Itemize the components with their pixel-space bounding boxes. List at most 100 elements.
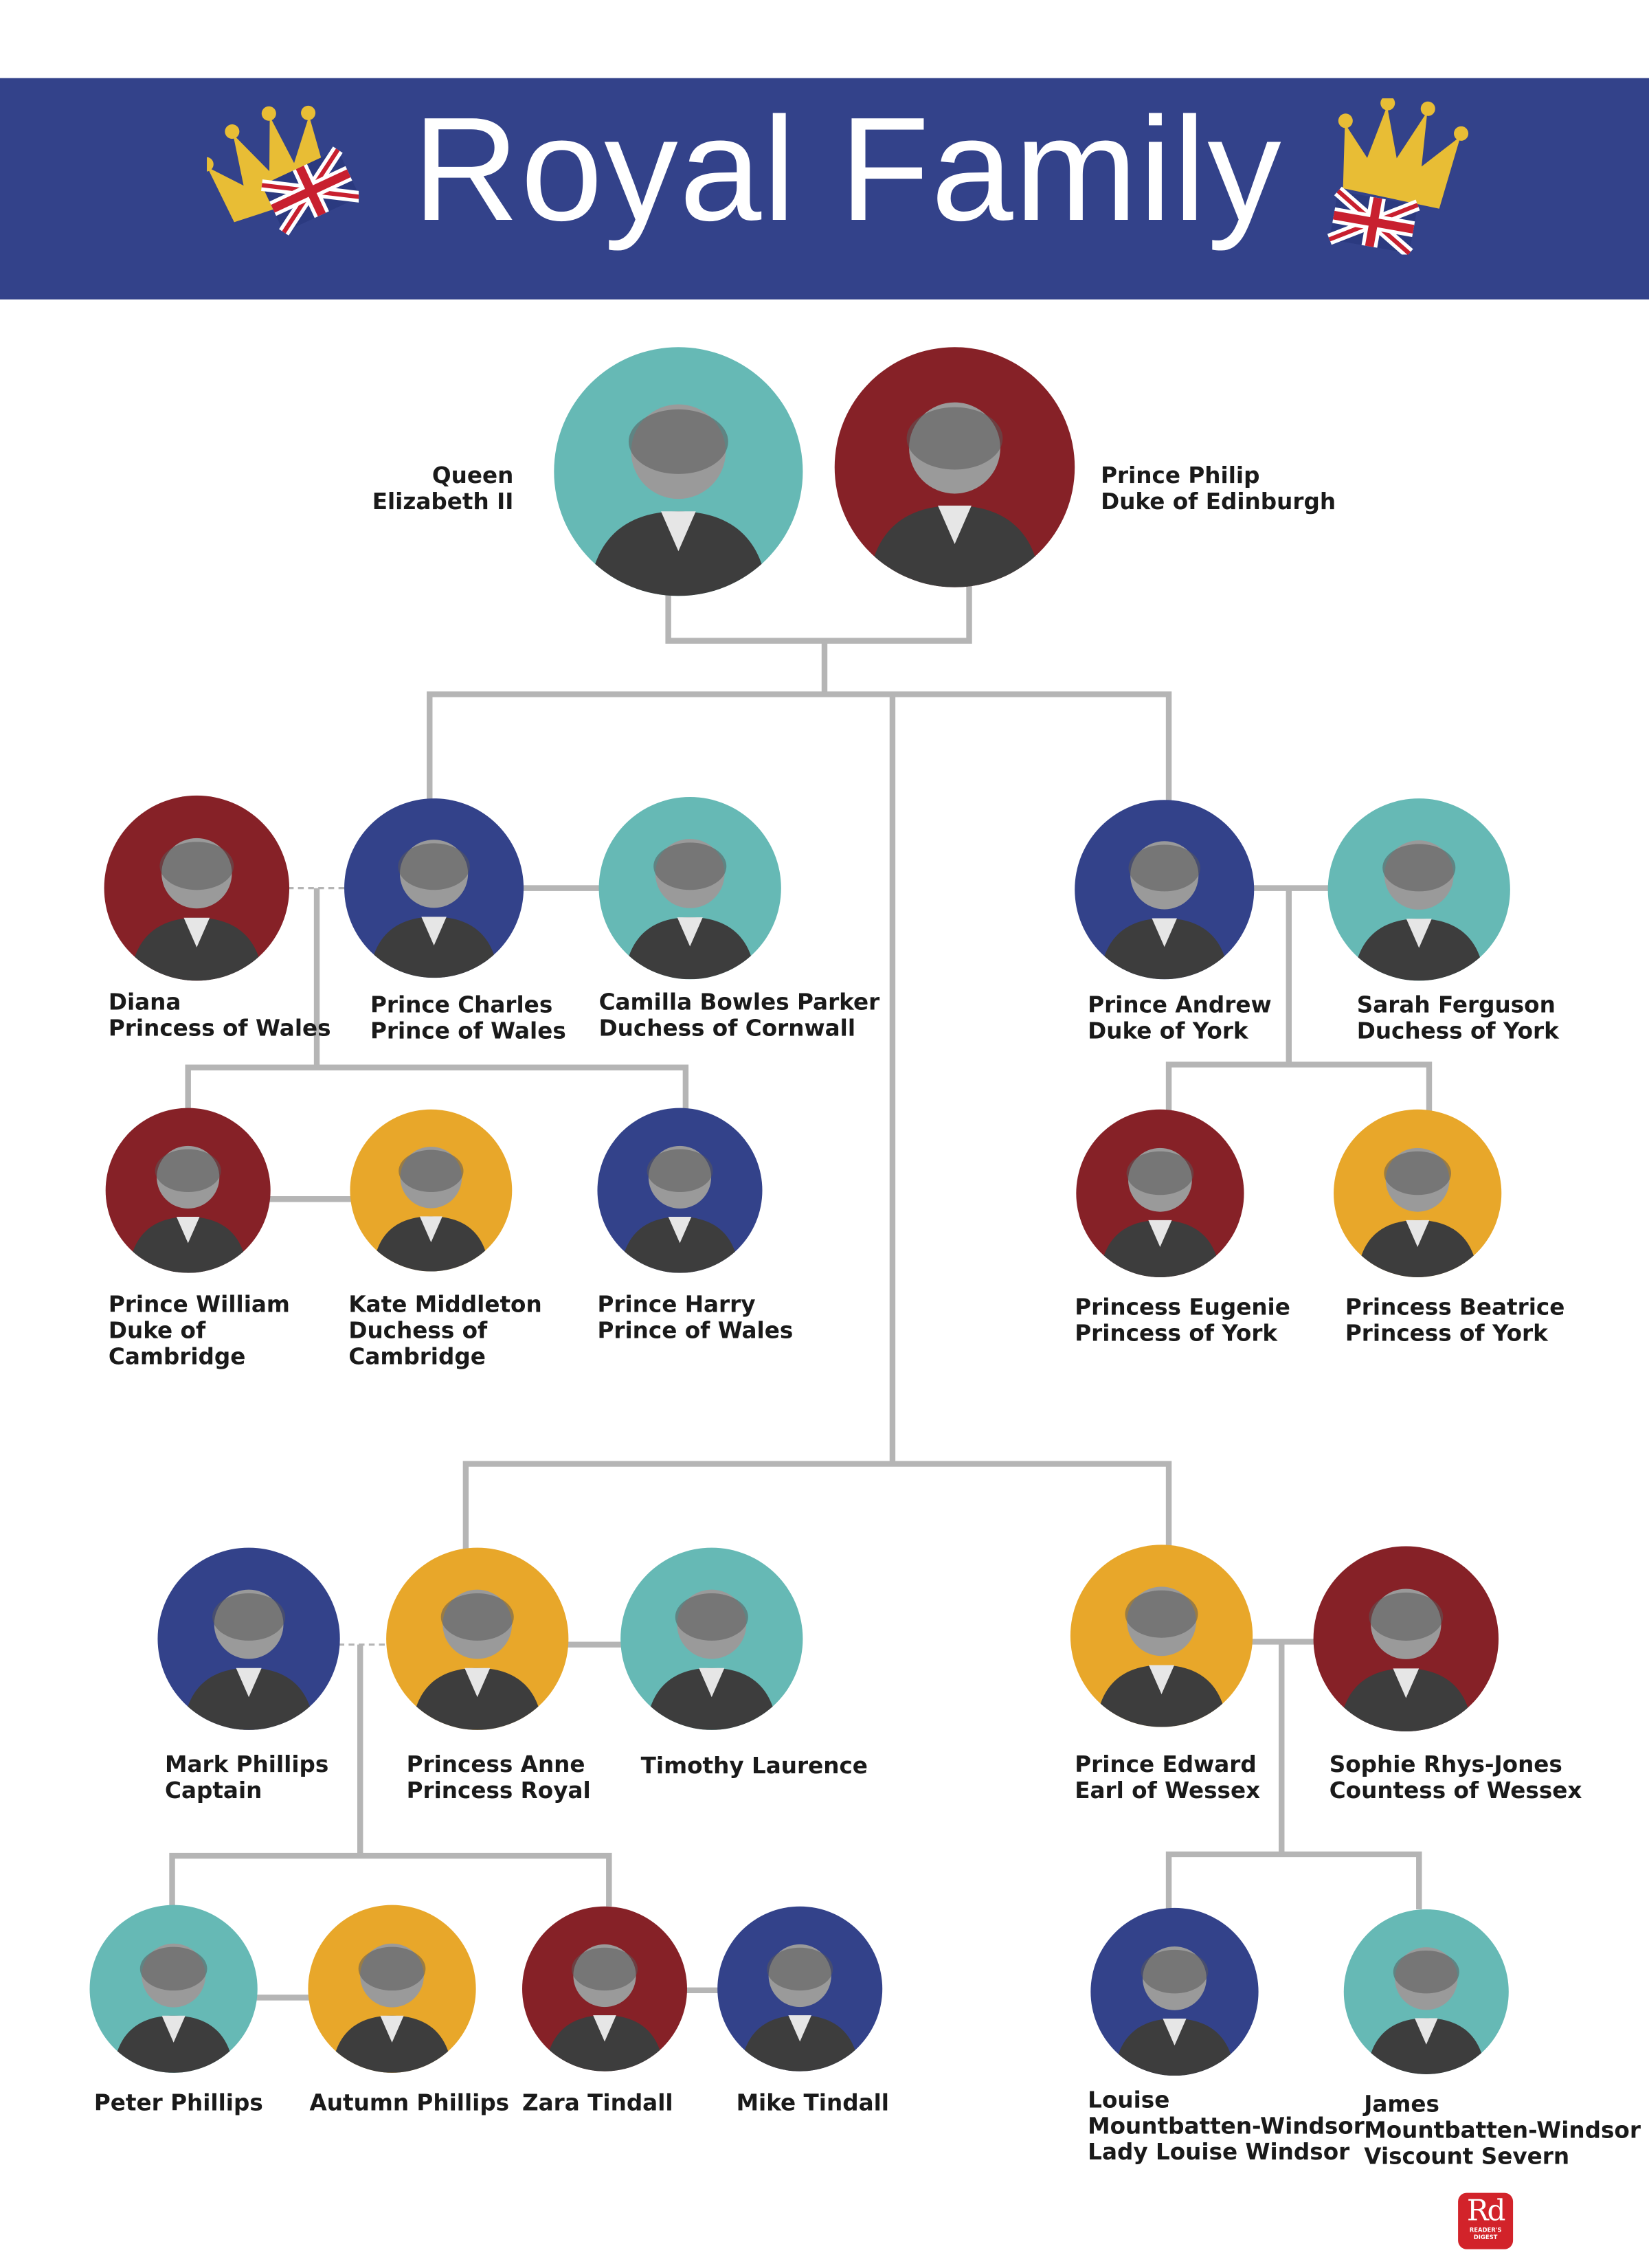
portrait-timothy-laurence: [620, 1547, 803, 1730]
readers-digest-logo: Rd READER'S DIGEST: [1458, 2192, 1514, 2249]
name-line: Sarah Ferguson: [1356, 992, 1556, 1019]
person-silhouette-icon: [1367, 1947, 1486, 2074]
name-line: Princess of Wales: [108, 1015, 331, 1042]
crown-icon-left: [207, 105, 359, 236]
portrait-autumn-phillips: [308, 1905, 476, 2073]
portrait-prince-harry: [597, 1108, 763, 1273]
name-line: Cambridge: [108, 1343, 246, 1370]
person-silhouette-icon: [183, 1589, 315, 1730]
name-line: Princess Royal: [406, 1777, 591, 1804]
connector-queen-philip: [665, 585, 972, 644]
person-silhouette-icon: [624, 839, 756, 980]
name-line: Duchess of: [348, 1317, 488, 1344]
person-silhouette-icon: [412, 1589, 543, 1730]
person-silhouette-icon: [372, 1146, 490, 1272]
portrait-princess-anne: [386, 1547, 569, 1730]
name-line: Duke of York: [1088, 1018, 1248, 1044]
connector-wales-children: [185, 1064, 689, 1110]
name-line: Captain: [164, 1777, 262, 1804]
portrait-james: [1343, 1909, 1509, 2074]
logo-line1: READER'S: [1469, 2225, 1502, 2234]
portrait-kate-middleton: [350, 1109, 513, 1272]
person-silhouette-icon: [1096, 1586, 1228, 1727]
name-line: Prince Edward: [1075, 1751, 1257, 1778]
person-silhouette-icon: [620, 1145, 739, 1273]
portrait-peter-phillips: [89, 1905, 258, 2073]
person-silhouette-icon: [1357, 1147, 1479, 1277]
portrait-prince-edward: [1070, 1545, 1253, 1727]
name-line: Timothy Laurence: [640, 1753, 868, 1779]
portrait-sophie-rhys-jones: [1313, 1546, 1499, 1731]
person-silhouette-icon: [1353, 840, 1485, 981]
name-line: Lady Louise Windsor: [1088, 2139, 1350, 2166]
person-silhouette-icon: [331, 1943, 453, 2073]
name-line: James: [1364, 2091, 1439, 2118]
portrait-prince-william: [105, 1108, 271, 1273]
name-line: Prince of Wales: [370, 1018, 566, 1044]
name-line: Princess of York: [1345, 1321, 1548, 1347]
portrait-prince-charles: [344, 798, 524, 978]
connector-children-top: [427, 691, 1172, 803]
name-line: Earl of Wessex: [1075, 1777, 1261, 1804]
name-line: Mark Phillips: [164, 1751, 329, 1778]
logo-line2: DIGEST: [1473, 2232, 1498, 2240]
connector-york-children: [1165, 1062, 1433, 1111]
portrait-prince-andrew: [1075, 800, 1255, 980]
connector-children-bottom: [462, 1461, 1172, 1549]
name-line: Mountbatten-Windsor: [1088, 2113, 1365, 2140]
name-line: Duke of Edinburgh: [1101, 489, 1336, 515]
name-line: Duke of: [108, 1317, 206, 1344]
name-line: Queen: [431, 462, 514, 489]
name-line: Peter Phillips: [93, 2090, 263, 2116]
name-line: Kate Middleton: [348, 1291, 542, 1318]
name-line: Princess of York: [1075, 1321, 1278, 1347]
person-silhouette-icon: [646, 1589, 778, 1730]
name-line: Prince of Wales: [597, 1317, 794, 1344]
name-line: Princess Anne: [406, 1751, 585, 1778]
name-line: Zara Tindall: [521, 2090, 673, 2116]
connector-phillips-children: [169, 1852, 612, 1907]
name-line: Duchess of Cornwall: [598, 1015, 856, 1042]
name-line: Princess Eugenie: [1075, 1294, 1290, 1321]
name-label-peter-phillips: Peter Phillips: [94, 2090, 263, 2116]
portrait-princess-beatrice: [1334, 1109, 1502, 1277]
person-silhouette-icon: [130, 838, 264, 981]
portrait-louise: [1090, 1907, 1259, 2076]
name-line: Elizabeth II: [372, 489, 514, 515]
name-label-timothy-laurence: Timothy Laurence: [641, 1753, 868, 1779]
person-silhouette-icon: [128, 1145, 248, 1273]
logo-mark: Rd: [1466, 2192, 1506, 2228]
name-line: Camilla Bowles Parker: [598, 989, 880, 1015]
name-line: Prince Charles: [370, 992, 553, 1019]
name-line: Prince Harry: [597, 1291, 756, 1318]
name-line: Prince Andrew: [1088, 992, 1272, 1019]
portrait-prince-philip: [834, 347, 1075, 587]
name-line: Viscount Severn: [1364, 2143, 1570, 2170]
portrait-diana: [104, 795, 290, 981]
name-line: Prince Philip: [1101, 462, 1260, 489]
portrait-mark-phillips: [157, 1547, 340, 1730]
person-silhouette-icon: [740, 1944, 860, 2071]
person-silhouette-icon: [1114, 1946, 1235, 2076]
name-line: Mike Tindall: [736, 2090, 889, 2116]
portrait-zara-tindall: [521, 1906, 687, 2071]
person-silhouette-icon: [369, 840, 499, 978]
name-label-autumn-phillips: Autumn Phillips: [310, 2090, 510, 2116]
person-silhouette-icon: [589, 404, 768, 596]
crown-icon-right: [1327, 98, 1469, 255]
